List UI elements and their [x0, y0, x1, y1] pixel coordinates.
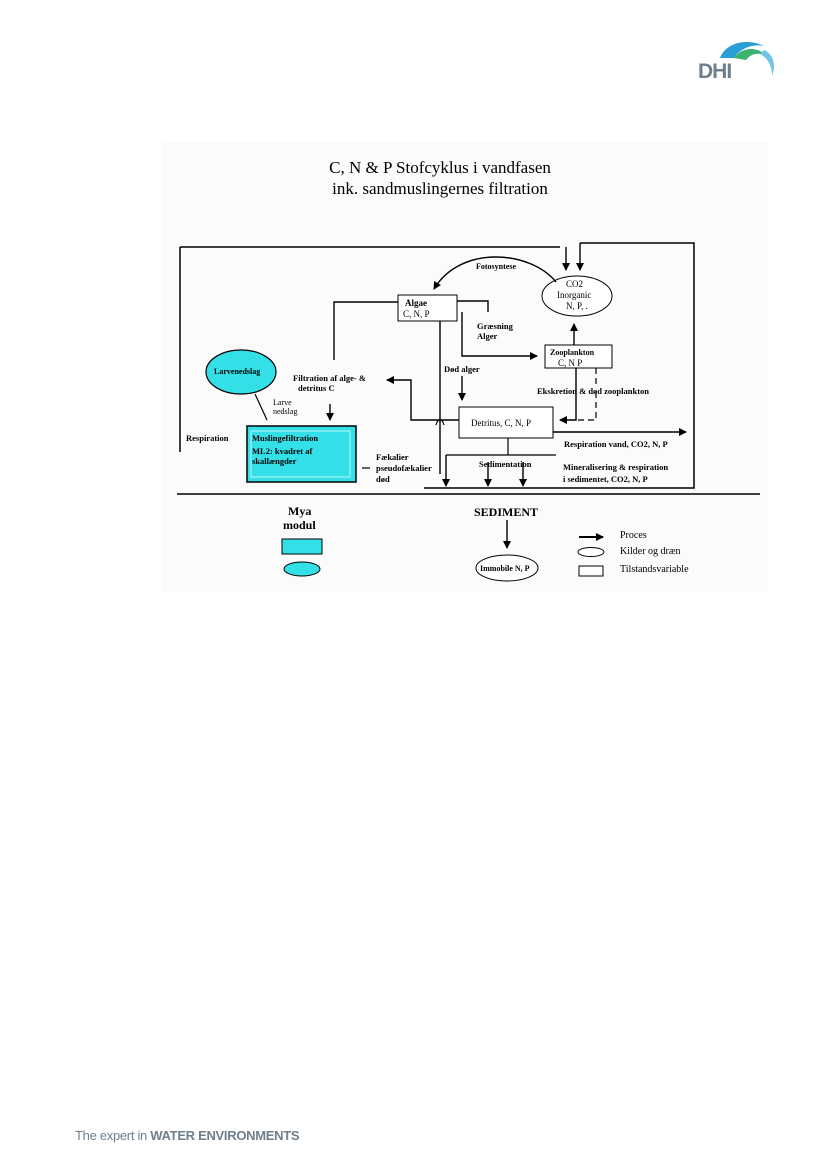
respiration-label: Respiration — [186, 433, 229, 443]
arrow-zoo-detritus — [559, 368, 577, 424]
algae-sublabel: C, N, P — [403, 309, 430, 319]
immobile-ellipse — [475, 554, 539, 582]
legend-modul-label: modul — [283, 518, 316, 532]
legend-kilder-label: Kilder og dræn — [620, 546, 681, 557]
co2-ellipse — [541, 275, 613, 317]
mineral-label: Mineralisering & respiration — [563, 462, 669, 472]
arrow-detritus-filtration — [386, 376, 459, 421]
detritus-label: Detritus, C, N, P — [471, 418, 532, 428]
detritus-box — [458, 406, 554, 439]
diagram-title-line1: C, N & P Stofcyklus i vandfasen — [329, 158, 551, 177]
fotosyntese-label: Fotosyntese — [476, 262, 516, 271]
larvenedslag-label: Larvenedslag — [214, 367, 261, 376]
graesning-sublabel: Alger — [477, 331, 498, 341]
immobile-label: Immobile N, P — [480, 564, 530, 573]
muslinge-box — [246, 425, 357, 483]
water-boundary — [179, 242, 695, 489]
resp-vand-label: Respiration vand, CO2, N, P — [564, 439, 668, 449]
logo-text: DHI — [698, 60, 732, 83]
muslinge-label: Muslingefiltration — [252, 433, 319, 443]
sedimentation-label: Sedimentation — [479, 459, 532, 469]
co2-sublabel2: N, P, . — [566, 301, 588, 311]
algae-box — [397, 294, 458, 322]
dod-alger-label: Død alger — [444, 364, 480, 374]
filtration-label: Filtration af alge- & — [293, 373, 366, 383]
faekalier-sublabel2: død — [376, 474, 390, 484]
muslinge-sublabel2: skallængder — [252, 456, 297, 466]
larve-label: Larve — [273, 398, 292, 407]
zooplankton-sublabel: C, N P — [558, 358, 583, 368]
arrow-fotosyntese — [433, 256, 557, 290]
larvenedslag-ellipse — [205, 349, 277, 395]
arrow-algae-filtration — [333, 301, 398, 360]
graesning-label: Græsning — [477, 321, 513, 331]
ekskretion-label: Ekskretion & død zooplankton — [537, 386, 650, 396]
arrow-graesning — [457, 300, 537, 356]
faekalier-sublabel: pseudofækalier — [376, 463, 432, 473]
legend-mya-box — [281, 538, 323, 555]
sediment-label: SEDIMENT — [474, 505, 539, 519]
filtration-sublabel: detritus C — [298, 383, 335, 393]
zooplankton-label: Zooplankton — [550, 348, 595, 357]
arrow-larve-muslinge — [254, 393, 268, 421]
arrow-detritus-sediment — [446, 438, 556, 456]
footer-tagline: The expert in WATER ENVIRONMENTS — [75, 1128, 300, 1143]
dhi-logo-icon — [720, 42, 774, 76]
legend-mya-label: Mya — [288, 504, 312, 518]
legend-mya-ellipse — [283, 561, 321, 577]
legend-tilstand-label: Tilstandsvariable — [620, 564, 689, 575]
muslinge-sublabel: ML2: kvadret af — [252, 446, 313, 456]
faekalier-label: Fækalier — [376, 452, 409, 462]
co2-label: CO2 — [566, 279, 584, 289]
legend-proces-label: Proces — [620, 530, 647, 541]
diagram-title-line2: ink. sandmuslingernes filtration — [332, 179, 548, 198]
mineral-sublabel: i sedimentet, CO2, N, P — [563, 474, 648, 484]
legend-tilstand-box — [578, 565, 604, 577]
larve-sublabel: nedslag — [273, 407, 298, 416]
algae-label: Algae — [405, 298, 427, 308]
legend-kilder-ellipse — [577, 547, 605, 557]
co2-sublabel: Inorganic — [557, 290, 592, 300]
